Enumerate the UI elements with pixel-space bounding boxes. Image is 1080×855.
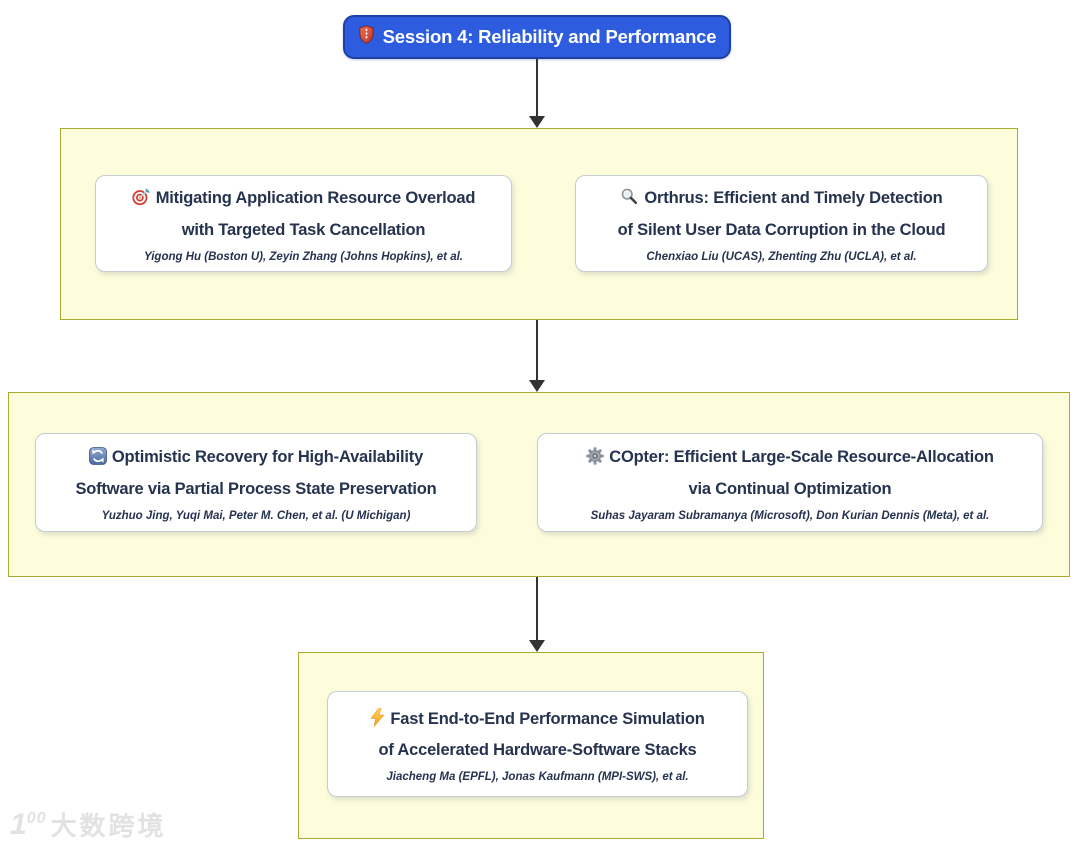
paper-authors: Jiacheng Ma (EPFL), Jonas Kaufmann (MPI-… bbox=[386, 771, 689, 784]
paper-title: Optimistic Recovery for High-Availabilit… bbox=[75, 446, 437, 498]
paper-title: Mitigating Application Resource Overload… bbox=[132, 184, 475, 244]
refresh-icon bbox=[88, 446, 107, 474]
magnifier-icon bbox=[620, 187, 639, 215]
paper-authors: Chenxiao Liu (UCAS), Zhenting Zhu (UCLA)… bbox=[646, 250, 917, 263]
shield-icon bbox=[358, 25, 375, 49]
session-header: Session 4: Reliability and Performance bbox=[343, 15, 731, 59]
session-title: Session 4: Reliability and Performance bbox=[382, 26, 717, 47]
lightning-icon bbox=[370, 707, 385, 736]
watermark-text: 大数跨境 bbox=[50, 811, 167, 841]
paper-card: Fast End-to-End Performance Simulation o… bbox=[327, 691, 748, 797]
arrow-group1-to-group2 bbox=[529, 320, 545, 392]
paper-authors: Yuzhuo Jing, Yuqi Mai, Peter M. Chen, et… bbox=[101, 509, 411, 522]
arrow-header-to-group1 bbox=[529, 59, 545, 128]
paper-title: COpter: Efficient Large-Scale Resource-A… bbox=[586, 443, 994, 503]
target-icon bbox=[132, 187, 151, 215]
paper-authors: Suhas Jayaram Subramanya (Microsoft), Do… bbox=[590, 509, 990, 522]
paper-title: Fast End-to-End Performance Simulation o… bbox=[370, 705, 705, 765]
paper-card: COpter: Efficient Large-Scale Resource-A… bbox=[537, 433, 1043, 532]
paper-title: Orthrus: Efficient and Timely Detection … bbox=[617, 187, 946, 239]
gear-icon bbox=[586, 446, 605, 474]
watermark: 100 大数跨境 bbox=[10, 806, 167, 843]
watermark-logo: 100 bbox=[10, 807, 47, 841]
arrow-group2-to-group3 bbox=[529, 577, 545, 652]
paper-authors: Yigong Hu (Boston U), Zeyin Zhang (Johns… bbox=[143, 250, 463, 263]
paper-card: Mitigating Application Resource Overload… bbox=[95, 175, 512, 272]
paper-card: Orthrus: Efficient and Timely Detection … bbox=[575, 175, 988, 272]
paper-card: Optimistic Recovery for High-Availabilit… bbox=[35, 433, 477, 532]
